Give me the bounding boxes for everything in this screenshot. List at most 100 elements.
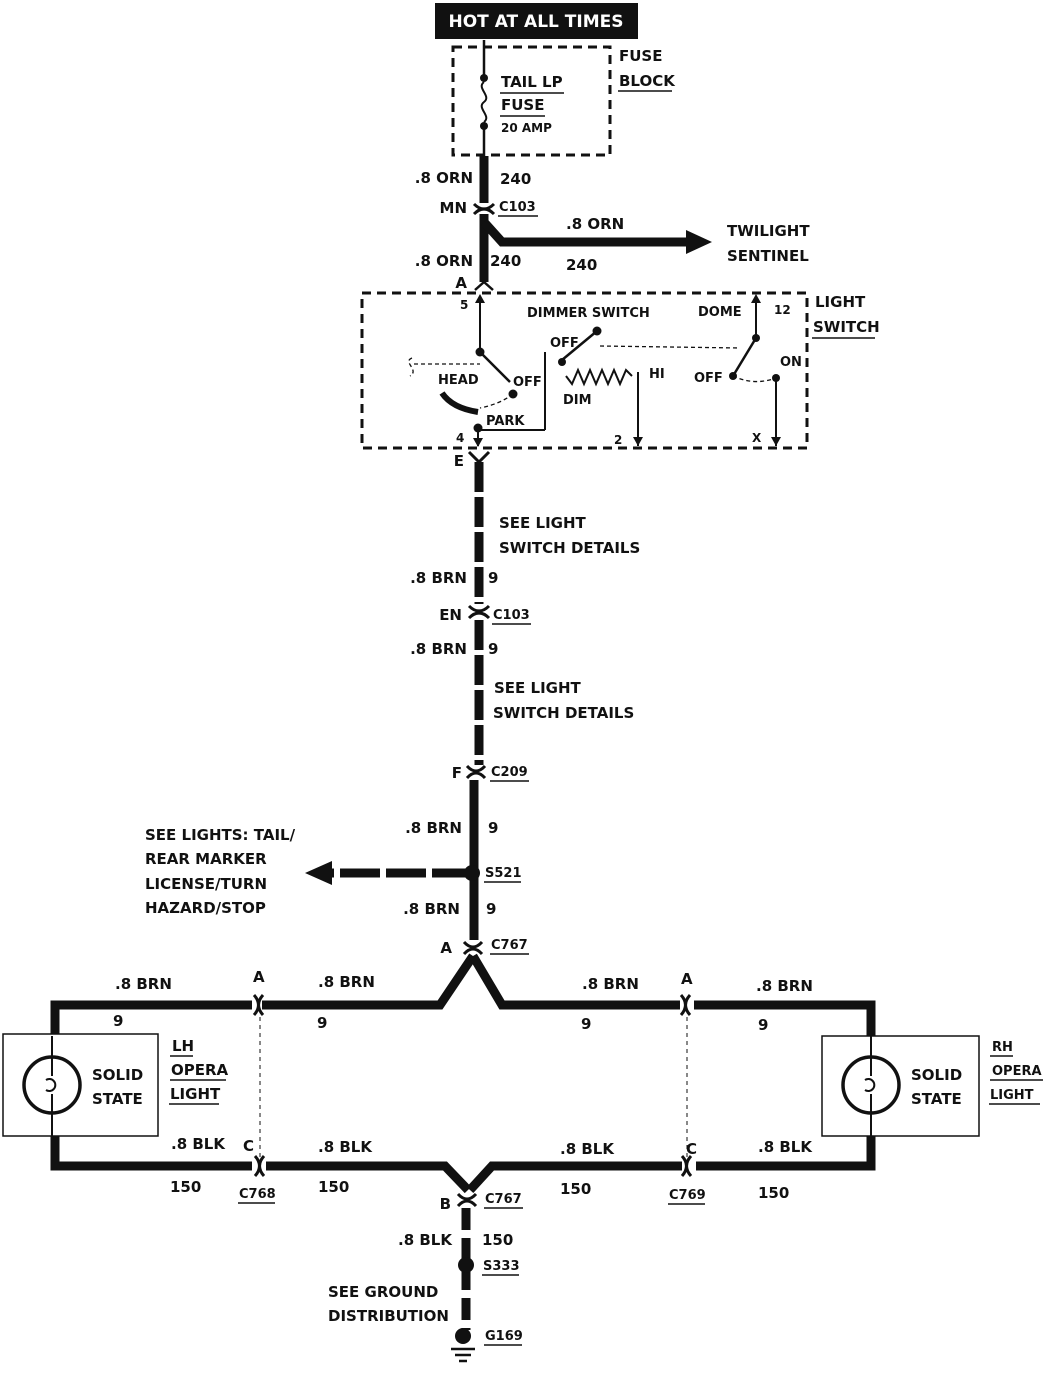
switch-feed-gauge: .8 ORN bbox=[415, 252, 473, 270]
c103-top-pin: MN bbox=[440, 199, 467, 217]
rh-lamp-line1: SOLID bbox=[911, 1066, 962, 1084]
head-contact-arc bbox=[439, 391, 479, 415]
lh-outer-blk-gauge: .8 BLK bbox=[171, 1135, 226, 1153]
rh-lamp-line2: STATE bbox=[911, 1090, 962, 1108]
s333-splice bbox=[458, 1257, 474, 1273]
fuse-block-label-line1: FUSE bbox=[619, 47, 662, 65]
c103-top-connector-icon bbox=[472, 202, 496, 216]
c768-pin-a: A bbox=[253, 968, 265, 986]
lh-outer-brn-gauge: .8 BRN bbox=[115, 975, 172, 993]
terminal-12-arrow-icon bbox=[751, 294, 761, 303]
twilight-arrow-icon bbox=[686, 230, 712, 254]
light-switch-label-line1: LIGHT bbox=[815, 293, 866, 311]
wire-brn-3-gauge: .8 BRN bbox=[405, 819, 462, 837]
c103-mid-name: C103 bbox=[493, 608, 530, 623]
lh-lamp-name2: OPERA bbox=[171, 1061, 229, 1079]
c103-top-name: C103 bbox=[499, 200, 536, 215]
fuse-block-label-line2: BLOCK bbox=[619, 72, 676, 90]
dome-blade bbox=[731, 337, 758, 377]
dim-resistor-icon bbox=[565, 367, 633, 387]
headlamp-switch-linkage bbox=[408, 357, 480, 377]
see-lights-arrow-icon bbox=[305, 861, 332, 885]
see-lights-line3: LICENSE/TURN bbox=[145, 875, 267, 893]
s333-name: S333 bbox=[483, 1259, 520, 1274]
fuse-element-icon bbox=[480, 81, 488, 123]
c209-pin: F bbox=[452, 764, 462, 782]
wire-240-top-gauge: .8 ORN bbox=[415, 169, 473, 187]
terminal-12-label: 12 bbox=[774, 303, 791, 317]
see-details-2-line2: SWITCH DETAILS bbox=[493, 704, 634, 722]
switch-input-connector-icon bbox=[474, 280, 494, 291]
wire-brn-2-circuit: 9 bbox=[488, 640, 498, 658]
fuse-rating: 20 AMP bbox=[501, 121, 552, 135]
terminal-x-label: X bbox=[752, 431, 762, 445]
c767-bottom-pin: B bbox=[440, 1195, 451, 1213]
switch-feed-circuit: 240 bbox=[490, 252, 521, 270]
c769-name: C769 bbox=[669, 1188, 706, 1203]
terminal-4-arrow-icon bbox=[473, 438, 483, 447]
rh-inner-brn-circuit: 9 bbox=[581, 1015, 591, 1033]
c767-top-name: C767 bbox=[491, 938, 528, 953]
hi-label: HI bbox=[649, 367, 665, 382]
twilight-gauge: .8 ORN bbox=[566, 215, 624, 233]
terminal-5-arrow-icon bbox=[475, 294, 485, 303]
dimmer-dome-linkage bbox=[599, 345, 741, 349]
see-ground-line2: DISTRIBUTION bbox=[328, 1307, 449, 1325]
terminal-5-label: 5 bbox=[460, 298, 468, 312]
dome-on-dashed bbox=[732, 375, 777, 383]
lh-filament-icon bbox=[45, 1036, 57, 1136]
lh-lamp-line2: STATE bbox=[92, 1090, 143, 1108]
dome-on-label: ON bbox=[780, 355, 802, 370]
lh-lamp-line1: SOLID bbox=[92, 1066, 143, 1084]
wire-blk-from-lh-lamp bbox=[50, 1136, 472, 1194]
twilight-sentinel-line1: TWILIGHT bbox=[727, 222, 810, 240]
wire-240-top-circuit: 240 bbox=[500, 170, 531, 188]
see-lights-line2: REAR MARKER bbox=[145, 850, 267, 868]
lh-inner-blk-circuit: 150 bbox=[318, 1178, 349, 1196]
wire-brn-to-rh-lamp bbox=[469, 953, 876, 1036]
switch-feed-pin: A bbox=[455, 274, 467, 292]
rh-outer-blk-circuit: 150 bbox=[758, 1184, 789, 1202]
rh-inner-blk-gauge: .8 BLK bbox=[560, 1140, 615, 1158]
twilight-circuit: 240 bbox=[566, 256, 597, 274]
fuse-name-line2: FUSE bbox=[501, 96, 544, 114]
terminal-4-label: 4 bbox=[456, 431, 464, 445]
c103-mid-pin: EN bbox=[439, 606, 462, 624]
see-ground-line1: SEE GROUND bbox=[328, 1283, 438, 1301]
c767-top-pin: A bbox=[440, 939, 452, 957]
c769-c-connector-icon bbox=[680, 1154, 693, 1178]
rh-lamp-name1: RH bbox=[992, 1040, 1013, 1055]
twilight-sentinel-line2: SENTINEL bbox=[727, 247, 809, 265]
wire-blk-from-rh-lamp bbox=[466, 1136, 876, 1194]
lh-lamp-name1: LH bbox=[172, 1037, 194, 1055]
lh-inner-brn-gauge: .8 BRN bbox=[318, 973, 375, 991]
dome-off-label: OFF bbox=[694, 371, 723, 386]
c767-top-connector-icon bbox=[462, 940, 484, 956]
see-details-2-line1: SEE LIGHT bbox=[494, 679, 582, 697]
c768-c-connector-icon bbox=[253, 1154, 266, 1178]
fuse-name-line1: TAIL LP bbox=[501, 73, 563, 91]
c767-bottom-name: C767 bbox=[485, 1192, 522, 1207]
rh-inner-blk-circuit: 150 bbox=[560, 1180, 591, 1198]
s521-name: S521 bbox=[485, 866, 522, 881]
see-details-1-line1: SEE LIGHT bbox=[499, 514, 587, 532]
wire-brn-3-circuit: 9 bbox=[488, 819, 498, 837]
rh-inner-brn-gauge: .8 BRN bbox=[582, 975, 639, 993]
head-position-label: HEAD bbox=[438, 373, 479, 388]
c767-bottom-connector-icon bbox=[456, 1192, 478, 1208]
wire-brn-1-circuit: 9 bbox=[488, 569, 498, 587]
terminal-2-label: 2 bbox=[614, 433, 622, 447]
rh-outer-brn-circuit: 9 bbox=[758, 1016, 768, 1034]
lh-inner-brn-circuit: 9 bbox=[317, 1014, 327, 1032]
wire-brn-4-gauge: .8 BRN bbox=[403, 900, 460, 918]
c768-name: C768 bbox=[239, 1187, 276, 1202]
dimmer-switch-label: DIMMER SWITCH bbox=[527, 306, 650, 321]
lh-outer-blk-circuit: 150 bbox=[170, 1178, 201, 1196]
c209-name: C209 bbox=[491, 765, 528, 780]
wire-brn-2-gauge: .8 BRN bbox=[410, 640, 467, 658]
see-lights-line1: SEE LIGHTS: TAIL/ bbox=[145, 826, 296, 844]
c103-mid-connector-icon bbox=[467, 604, 491, 620]
wire-brn-to-lh-lamp bbox=[50, 953, 477, 1036]
wire-brn-4-circuit: 9 bbox=[486, 900, 496, 918]
